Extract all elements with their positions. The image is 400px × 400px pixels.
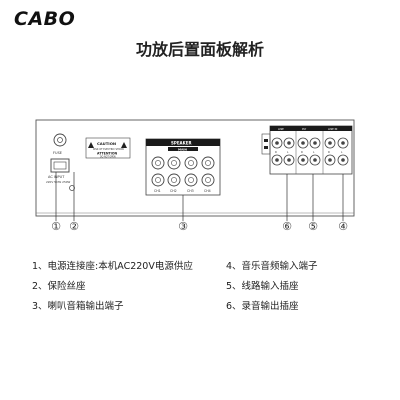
- rca-jack[interactable]: [309, 154, 321, 166]
- rca-jack[interactable]: [297, 154, 309, 166]
- input-block-label: R: [275, 150, 277, 154]
- rca-jack[interactable]: [324, 137, 336, 149]
- rca-jack[interactable]: [283, 154, 295, 166]
- speaker-terminal[interactable]: [201, 173, 215, 187]
- caution-title: CAUTION: [97, 141, 116, 146]
- rca-jack[interactable]: [271, 137, 283, 149]
- input-block-label: LINE: [278, 127, 284, 131]
- warning-triangle-icon: [88, 142, 94, 148]
- input-block-label: LINE IN: [328, 127, 337, 131]
- rca-jack[interactable]: [324, 154, 336, 166]
- callout-number: ②: [69, 220, 79, 233]
- fuse-label: FUSE: [53, 151, 62, 155]
- input-block-label: PLY: [302, 127, 307, 131]
- input-block-label: R: [301, 150, 303, 154]
- speaker-terminal[interactable]: [184, 173, 198, 187]
- callout-number: ③: [178, 220, 188, 233]
- legend-item-1: 1、电源连接座:本机AC220V电源供应: [32, 261, 193, 272]
- legend-item-2: 2、保险丝座: [32, 281, 86, 292]
- callout-number: ⑥: [282, 220, 292, 233]
- input-block-label: R: [328, 150, 330, 154]
- rca-jack[interactable]: [337, 154, 349, 166]
- speaker-terminal[interactable]: [151, 156, 165, 170]
- speaker-terminal[interactable]: [167, 156, 181, 170]
- speaker-channel-labels: CH1 CH2 CH3 CH4: [154, 189, 211, 193]
- rca-jacks: [271, 137, 349, 166]
- speaker-terminals: [151, 156, 215, 187]
- speaker-channel-label: CH3: [187, 189, 194, 193]
- input-block-label: L: [287, 150, 289, 154]
- rca-jack[interactable]: [337, 137, 349, 149]
- caution-label: CAUTION RISK OF ELECTRIC SHOCK ATTENTION…: [85, 137, 131, 159]
- page-title: 功放后置面板解析: [135, 40, 264, 59]
- speaker-main-label: MAIN: [178, 147, 187, 151]
- speaker-channel-label: CH1: [154, 189, 161, 193]
- ground-screw-icon: [69, 185, 75, 191]
- speaker-title: SPEAKER: [171, 141, 192, 146]
- input-block-tab: [261, 133, 271, 155]
- ac-input-sublabel: 220V 50Hz 250W: [46, 180, 70, 184]
- input-block-label: L: [313, 150, 315, 154]
- rca-jack[interactable]: [309, 137, 321, 149]
- attention-subtitle: DO NOT OPEN: [100, 156, 116, 159]
- warning-triangle-icon-2: [121, 142, 127, 148]
- speaker-terminal[interactable]: [151, 173, 165, 187]
- legend-item-4: 4、音乐音频输入端子: [226, 261, 318, 272]
- ac-input-label: AC INPUT: [48, 175, 65, 179]
- legend-item-6: 6、录音输出插座: [226, 301, 299, 312]
- callout-number: ④: [338, 220, 348, 233]
- rca-jack[interactable]: [271, 154, 283, 166]
- input-jack-block: [269, 125, 353, 175]
- rca-jack[interactable]: [297, 137, 309, 149]
- input-block-labels: LINE PLY LINE IN R L R L R L: [275, 127, 343, 154]
- caution-subtitle: RISK OF ELECTRIC SHOCK: [93, 148, 124, 151]
- speaker-terminal[interactable]: [167, 173, 181, 187]
- fuse-socket[interactable]: [53, 133, 67, 147]
- speaker-terminal[interactable]: [184, 156, 198, 170]
- speaker-channel-label: CH4: [204, 189, 211, 193]
- callout-lines: [55, 172, 344, 221]
- input-block-label: L: [341, 150, 343, 154]
- rca-jack[interactable]: [283, 137, 295, 149]
- speaker-channel-label: CH2: [170, 189, 177, 193]
- brand-logo: CABO: [14, 8, 76, 30]
- legend-item-5: 5、线路输入插座: [226, 281, 299, 292]
- attention-title: ATTENTION: [97, 152, 118, 156]
- speaker-terminal[interactable]: [201, 156, 215, 170]
- callout-number: ⑤: [308, 220, 318, 233]
- ac-input-socket[interactable]: [50, 158, 70, 173]
- callout-number: ①: [51, 220, 61, 233]
- legend-item-3: 3、喇叭音箱输出端子: [32, 301, 124, 312]
- panel-outline: [35, 119, 355, 217]
